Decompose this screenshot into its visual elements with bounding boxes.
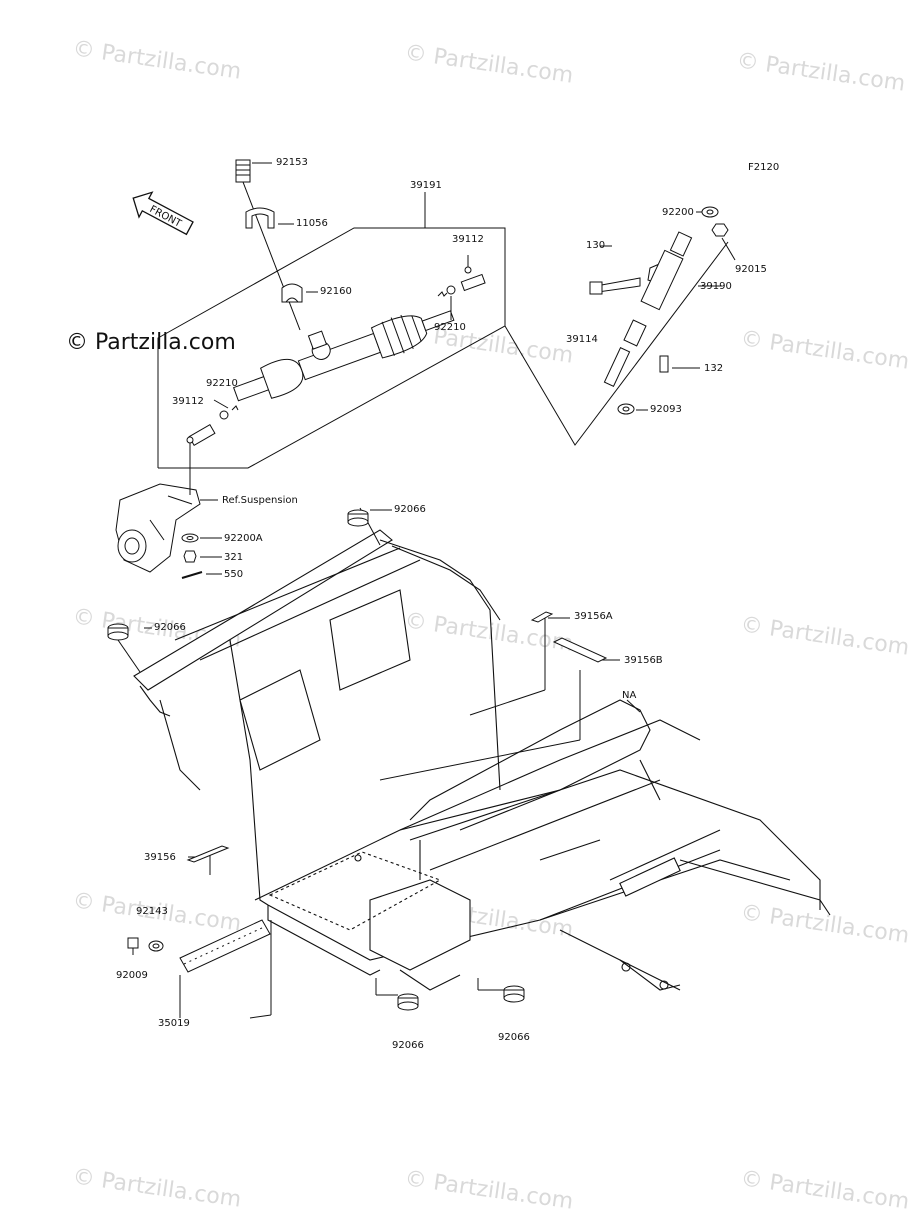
copyright-text: © Partzilla.com (66, 330, 236, 355)
knuckle (115, 462, 218, 573)
part-label-130[interactable]: 130 (586, 240, 606, 251)
part-label-92093[interactable]: 92093 (650, 404, 682, 415)
steering-rack (232, 310, 455, 402)
pin-550 (181, 571, 222, 579)
part-label-39156[interactable]: 39156 (144, 852, 176, 863)
pad-39156A (530, 611, 554, 623)
part-label-NA[interactable]: NA (622, 690, 637, 701)
skid-plate-35019 (179, 919, 271, 973)
part-label-550[interactable]: 550 (224, 569, 244, 580)
part-label-39112-top[interactable]: 39112 (452, 234, 484, 245)
part-label-132[interactable]: 132 (704, 363, 724, 374)
part-label-92210-left[interactable]: 92210 (206, 378, 238, 389)
grommet-92066-bottom-right (503, 985, 525, 1003)
pad-39156 (186, 845, 230, 863)
washer-92143 (148, 940, 164, 952)
part-label-92210-right[interactable]: 92210 (434, 322, 466, 333)
part-label-92153[interactable]: 92153 (276, 157, 308, 168)
front-arrow-icon: FRONT (132, 191, 194, 236)
part-label-92066-bottom-left[interactable]: 92066 (392, 1040, 424, 1051)
part-label-39190[interactable]: 39190 (700, 281, 732, 292)
part-label-92143[interactable]: 92143 (136, 906, 168, 917)
steering-rack-frame (157, 192, 506, 469)
vehicle-frame (133, 529, 831, 991)
part-label-92200[interactable]: 92200 (662, 207, 694, 218)
part-label-39112-left[interactable]: 39112 (172, 396, 204, 407)
nut-321 (183, 550, 222, 563)
part-label-321[interactable]: 321 (224, 552, 244, 563)
part-label-92066-left[interactable]: 92066 (154, 622, 186, 633)
grommet-92066-left (107, 623, 129, 641)
part-label-92160[interactable]: 92160 (320, 286, 352, 297)
part-label-92066-bottom-right[interactable]: 92066 (498, 1032, 530, 1043)
part-label-92009[interactable]: 92009 (116, 970, 148, 981)
leader-lines (117, 507, 641, 1019)
part-label-39114[interactable]: 39114 (566, 334, 598, 345)
bolt-92009 (127, 937, 139, 955)
washer-92200A (181, 533, 222, 543)
tie-rod-end-right (437, 255, 486, 320)
part-label-39191[interactable]: 39191 (410, 180, 442, 191)
rubber-92160 (281, 283, 318, 303)
part-label-39156A[interactable]: 39156A (574, 611, 613, 622)
figure-code: F2120 (748, 162, 780, 173)
part-label-92015[interactable]: 92015 (735, 264, 767, 275)
reference-note: Ref.Suspension (222, 495, 298, 506)
clamp-11056 (245, 207, 294, 229)
grommet-92066-top (347, 509, 369, 527)
tie-rod-end-left (186, 399, 239, 462)
steering-shaft (504, 206, 736, 446)
part-label-39156B[interactable]: 39156B (624, 655, 663, 666)
bolt-92153 (235, 159, 301, 331)
grommet-92066-bottom-left (397, 993, 419, 1011)
part-label-92200A[interactable]: 92200A (224, 533, 263, 544)
part-label-11056[interactable]: 11056 (296, 218, 328, 229)
pad-39156B (552, 637, 608, 663)
part-label-92066-top[interactable]: 92066 (394, 504, 426, 515)
part-label-35019[interactable]: 35019 (158, 1018, 190, 1029)
